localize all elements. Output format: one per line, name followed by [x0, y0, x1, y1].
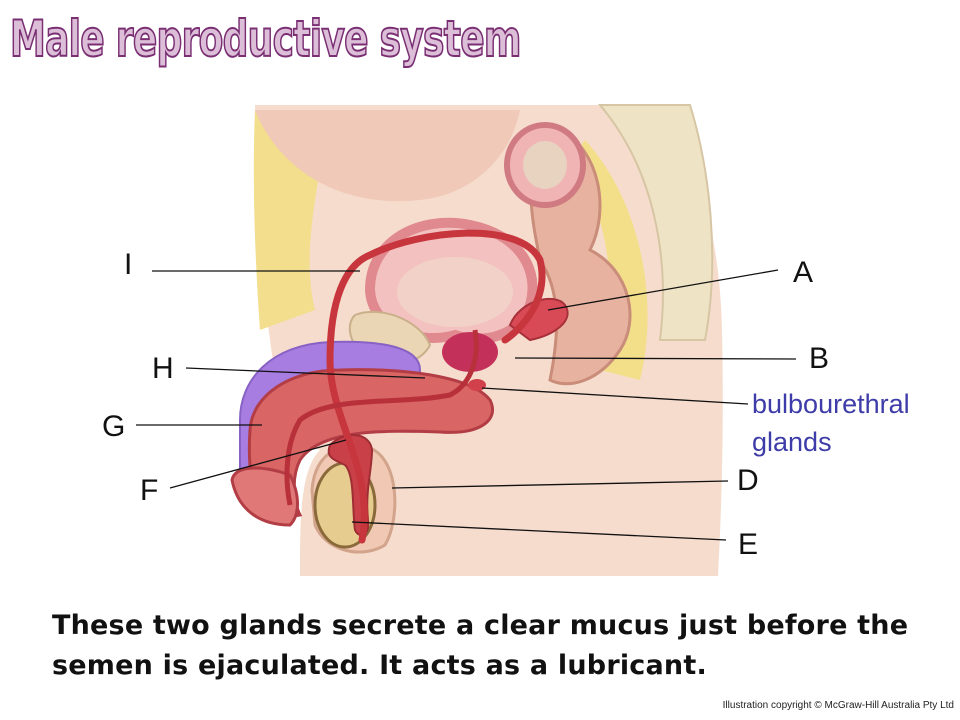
abdomen-skin — [255, 110, 520, 202]
bulbourethral-label: bulbourethral glands — [752, 389, 910, 457]
copyright-credit: Illustration copyright © McGraw-Hill Aus… — [722, 700, 954, 711]
label-E: E — [738, 528, 759, 561]
sacrum — [597, 104, 714, 341]
bladder-lumen — [397, 257, 513, 327]
leader-B — [514, 357, 797, 360]
label-B: B — [809, 342, 830, 375]
caption-text: These two glands secrete a clear mucus j… — [52, 610, 909, 681]
label-A: A — [793, 256, 814, 289]
label-G: G — [102, 410, 126, 443]
leader-lines — [136, 269, 797, 541]
leader-D — [391, 480, 729, 489]
glans — [230, 466, 299, 527]
bulbourethral-gland — [468, 379, 486, 391]
vas-deferens — [326, 229, 546, 544]
label-D: D — [737, 464, 759, 497]
prostate — [442, 332, 498, 372]
leader-E — [351, 521, 727, 541]
label-F: F — [140, 474, 159, 507]
label-H: H — [152, 352, 174, 385]
leader-A — [547, 269, 779, 311]
urethra — [284, 329, 479, 506]
leader-H — [185, 367, 426, 379]
slide-title: Male reproductive system — [9, 9, 522, 69]
leader-bulbourethral — [481, 387, 749, 405]
leader-F — [169, 439, 347, 489]
label-I: I — [124, 248, 133, 281]
